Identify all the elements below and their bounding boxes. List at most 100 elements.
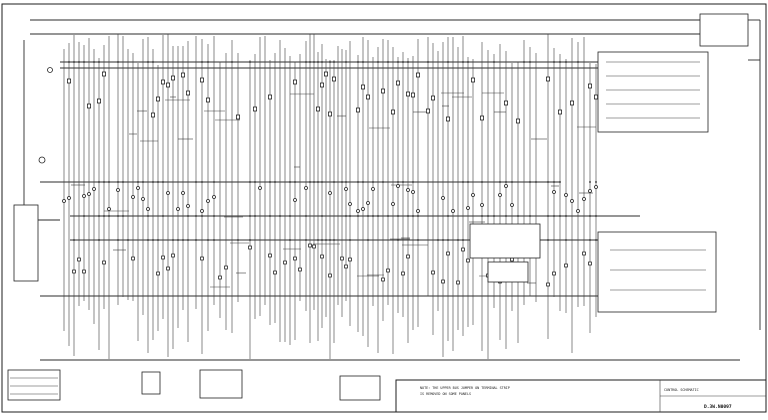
relay-contact xyxy=(390,109,395,115)
junction-dot xyxy=(481,181,483,183)
relay-contact xyxy=(360,84,365,90)
junction-dot xyxy=(152,181,154,183)
junction-dot xyxy=(372,181,374,183)
junction-dot xyxy=(517,215,519,217)
coil-symbol xyxy=(62,199,66,203)
relay-contact xyxy=(516,118,521,124)
battery-box xyxy=(13,204,39,282)
junction-dot xyxy=(201,215,203,217)
junction-dot xyxy=(249,181,251,183)
coil-symbol xyxy=(206,199,210,203)
junction-dot xyxy=(172,239,174,241)
diode-symbol xyxy=(552,271,556,276)
coil-symbol xyxy=(258,186,262,190)
coil-symbol xyxy=(582,197,586,201)
relay-contact xyxy=(570,100,575,106)
relay-contact xyxy=(205,97,210,103)
diode-symbol xyxy=(200,256,204,261)
relay-contact xyxy=(155,96,160,102)
diode-symbol xyxy=(166,266,170,271)
junction-dot xyxy=(207,239,209,241)
coil-symbol xyxy=(466,206,470,210)
diode-symbol xyxy=(161,255,165,260)
coil-symbol xyxy=(366,201,370,205)
junction-dot xyxy=(559,181,561,183)
junction-dot xyxy=(182,239,184,241)
diode-symbol xyxy=(510,257,514,262)
relay-contact xyxy=(355,107,360,113)
junction-dot xyxy=(367,239,369,241)
junction-dot xyxy=(269,181,271,183)
junction-dot xyxy=(269,215,271,217)
relay-contact xyxy=(365,94,370,100)
junction-dot xyxy=(462,61,464,63)
junction-dot xyxy=(313,181,315,183)
relay-contact xyxy=(180,72,185,78)
coil-symbol xyxy=(594,185,598,189)
junction-dot xyxy=(201,61,203,63)
junction-dot xyxy=(162,215,164,217)
coil-symbol xyxy=(212,195,216,199)
legend-blocks xyxy=(7,369,381,401)
junction-dot xyxy=(595,215,597,217)
relay-contact xyxy=(415,72,420,78)
diode-symbol xyxy=(461,247,465,252)
junction-dot xyxy=(127,239,129,241)
junction-dot xyxy=(345,215,347,217)
power-bus-group xyxy=(30,19,740,361)
junction-dot xyxy=(195,215,197,217)
diode-symbol xyxy=(406,254,410,259)
circuit-rungs xyxy=(63,34,597,359)
junction-dot xyxy=(377,215,379,217)
junction-dot xyxy=(195,181,197,183)
diode-symbol xyxy=(381,277,385,282)
junction-dot xyxy=(137,181,139,183)
diode-symbol xyxy=(320,254,324,259)
relay-contact xyxy=(160,79,165,85)
coil-symbol xyxy=(344,187,348,191)
drawing-border xyxy=(1,3,767,413)
title-block: NOTE: THE UPPER BUS JUMPER ON TERMINAL S… xyxy=(395,379,767,413)
junction-dot xyxy=(481,215,483,217)
junction-dot xyxy=(565,215,567,217)
junction-dot xyxy=(529,181,531,183)
relay-contact xyxy=(331,76,336,82)
junction-dot xyxy=(103,181,105,183)
coil-symbol xyxy=(136,186,140,190)
junction-dot xyxy=(117,239,119,241)
junction-dot xyxy=(68,61,70,63)
drawing-title: CONTROL SCHEMATIC xyxy=(664,388,699,392)
diode-symbol xyxy=(298,267,302,272)
coil-symbol xyxy=(92,187,96,191)
junction-dot xyxy=(367,215,369,217)
junction-dot xyxy=(98,215,100,217)
coil-symbol xyxy=(371,187,375,191)
junction-dot xyxy=(387,215,389,217)
relay-contact xyxy=(165,82,170,88)
relay-contact xyxy=(252,106,257,112)
coil-symbol xyxy=(141,197,145,201)
junction-dot xyxy=(493,61,495,63)
junction-dot xyxy=(147,61,149,63)
junction-dot xyxy=(577,61,579,63)
diode-symbol xyxy=(82,269,86,274)
diode-symbol xyxy=(72,269,76,274)
junction-dot xyxy=(305,215,307,217)
junction-dot xyxy=(249,215,251,217)
coil-symbol xyxy=(116,188,120,192)
diode-symbol xyxy=(340,256,344,261)
junction-dot xyxy=(547,239,549,241)
junction-dot xyxy=(595,239,597,241)
relay-contact xyxy=(430,95,435,101)
coil-symbol xyxy=(406,188,410,192)
relay-contact xyxy=(323,71,328,77)
diode-symbol xyxy=(588,261,592,266)
junction-dot xyxy=(201,181,203,183)
junction-dot xyxy=(345,181,347,183)
junction-dot xyxy=(417,239,419,241)
junction-dot xyxy=(117,181,119,183)
fuse-symbol xyxy=(47,67,53,73)
junction-dot xyxy=(467,181,469,183)
junction-dot xyxy=(357,61,359,63)
diode-symbol xyxy=(293,256,297,261)
